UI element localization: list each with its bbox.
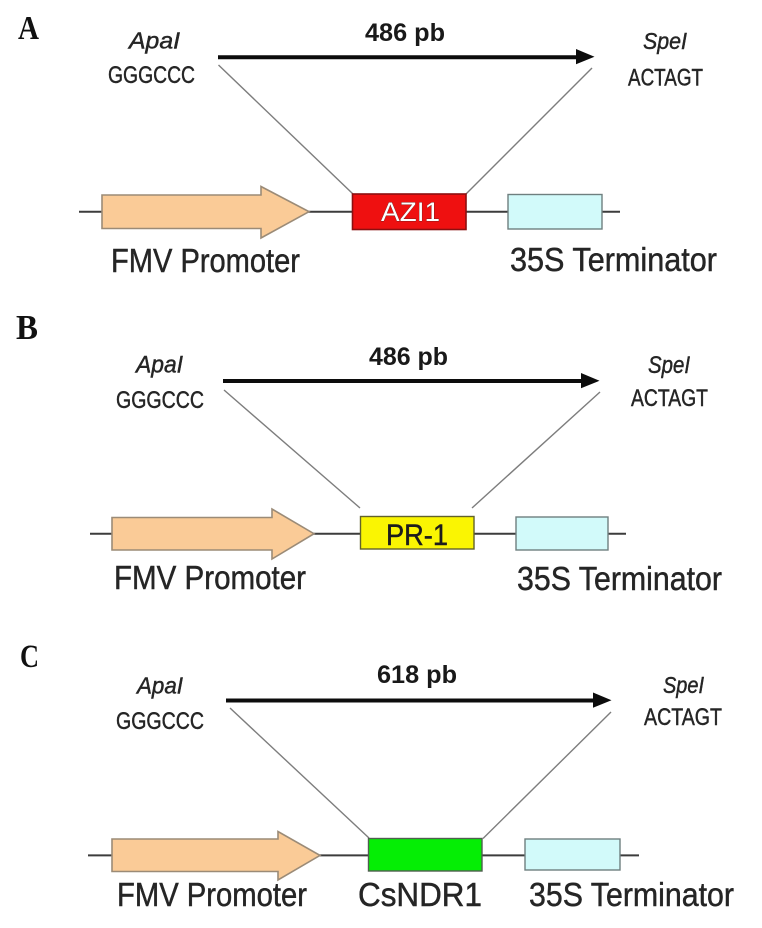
svg-text:35S Terminator: 35S Terminator: [517, 560, 722, 597]
svg-text:ApaI: ApaI: [135, 673, 184, 699]
svg-text:FMV Promoter: FMV Promoter: [111, 242, 300, 279]
svg-text:ACTAGT: ACTAGT: [631, 385, 708, 412]
svg-text:PR-1: PR-1: [386, 519, 448, 552]
svg-text:SpeI: SpeI: [648, 352, 690, 379]
svg-text:SpeI: SpeI: [663, 672, 705, 698]
svg-text:486 pb: 486 pb: [369, 343, 448, 371]
svg-text:GGGCCC: GGGCCC: [108, 62, 195, 89]
svg-text:35S Terminator: 35S Terminator: [510, 241, 717, 278]
svg-text:C: C: [20, 639, 39, 675]
svg-text:ACTAGT: ACTAGT: [628, 65, 703, 92]
svg-text:FMV Promoter: FMV Promoter: [117, 876, 307, 913]
svg-text:ACTAGT: ACTAGT: [644, 704, 722, 731]
svg-text:FMV Promoter: FMV Promoter: [114, 559, 306, 596]
svg-text:ApaI: ApaI: [134, 352, 183, 379]
svg-text:A: A: [18, 10, 39, 47]
svg-text:ApaI: ApaI: [127, 28, 181, 54]
svg-text:GGGCCC: GGGCCC: [116, 387, 204, 414]
svg-text:618 pb: 618 pb: [377, 661, 457, 689]
svg-text:B: B: [16, 308, 38, 347]
svg-text:486 pb: 486 pb: [365, 19, 445, 47]
svg-text:SpeI: SpeI: [643, 28, 688, 54]
svg-text:CsNDR1: CsNDR1: [358, 876, 482, 913]
svg-text:35S Terminator: 35S Terminator: [529, 876, 734, 913]
svg-text:AZI1: AZI1: [381, 197, 440, 227]
svg-text:GGGCCC: GGGCCC: [116, 708, 204, 735]
